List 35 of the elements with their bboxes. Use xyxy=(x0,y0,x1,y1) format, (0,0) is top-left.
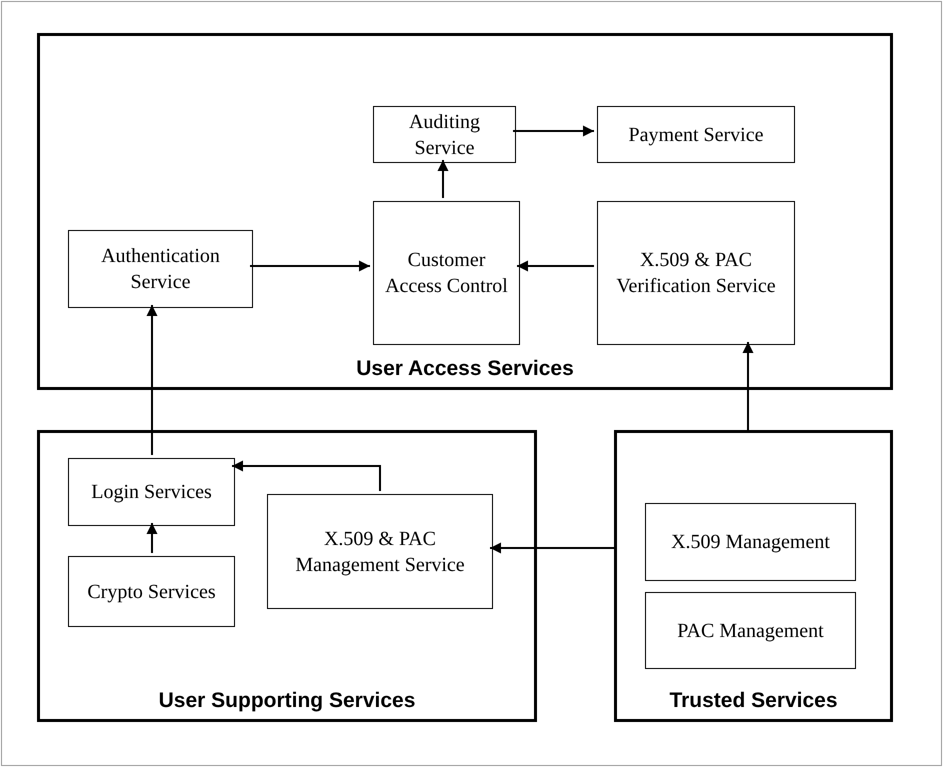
group-title: User Access Services xyxy=(355,357,575,381)
service-label: Crypto Services xyxy=(86,580,217,604)
service-box xyxy=(68,230,253,308)
service-label: Payment Service xyxy=(628,122,764,148)
group-container xyxy=(37,33,893,390)
service-label: Authentication Service xyxy=(100,244,221,295)
arrow xyxy=(438,160,448,198)
group-container xyxy=(614,430,893,722)
service-label: Auditing Service xyxy=(408,110,482,160)
arrow xyxy=(146,523,158,553)
arrow xyxy=(146,305,158,455)
arrow xyxy=(232,460,381,491)
service-label: X.509 & PAC Verification Service xyxy=(615,248,777,299)
arrow xyxy=(517,260,594,272)
group-title: User Supporting Services xyxy=(158,689,416,713)
service-label: PAC Management xyxy=(676,618,825,644)
service-box xyxy=(645,592,856,669)
group-title: Trusted Services xyxy=(668,689,839,713)
service-box xyxy=(373,201,520,345)
service-box xyxy=(68,458,235,526)
group-container xyxy=(37,430,537,722)
arrow xyxy=(742,342,754,430)
service-box xyxy=(267,494,493,609)
arrow xyxy=(513,126,594,136)
service-box xyxy=(597,201,795,345)
service-box xyxy=(597,106,795,163)
service-label: X.509 & PAC Management Service xyxy=(294,526,466,578)
service-box xyxy=(373,106,516,163)
service-label: Login Services xyxy=(90,480,213,505)
service-box xyxy=(68,556,235,627)
service-label: X.509 Management xyxy=(670,530,831,555)
arrow xyxy=(490,542,614,554)
service-label: Customer Access Control xyxy=(384,248,509,299)
arrow xyxy=(250,260,370,272)
service-box xyxy=(645,503,856,581)
